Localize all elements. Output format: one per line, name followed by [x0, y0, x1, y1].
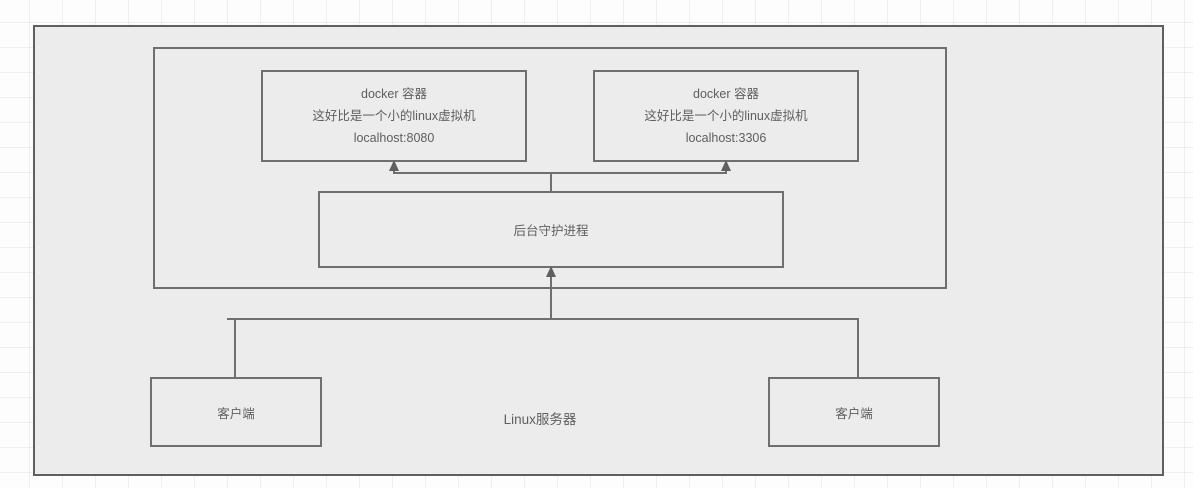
- client-label-left: 客户端: [217, 406, 255, 421]
- connector-clients-to-daemon: [550, 276, 552, 320]
- docker-container-address-1: localhost:8080: [353, 131, 435, 146]
- docker-container-box-1[interactable]: docker 容器 这好比是一个小的linux虚拟机 localhost:808…: [261, 70, 527, 162]
- docker-container-description-2: 这好比是一个小的linux虚拟机: [644, 108, 808, 123]
- arrow-up-container-2-icon: [721, 160, 731, 171]
- connector-drop-client-left: [234, 318, 236, 378]
- linux-server-label: Linux服务器: [503, 412, 577, 427]
- docker-container-title-2: docker 容器: [693, 86, 759, 101]
- connector-bus-containers: [393, 172, 727, 174]
- client-label-right: 客户端: [835, 406, 873, 421]
- client-box-left[interactable]: 客户端: [150, 377, 322, 447]
- docker-container-description-1: 这好比是一个小的linux虚拟机: [312, 108, 476, 123]
- docker-container-title-1: docker 容器: [361, 86, 427, 101]
- daemon-process-box[interactable]: 后台守护进程: [318, 191, 784, 268]
- client-box-right[interactable]: 客户端: [768, 377, 940, 447]
- connector-daemon-to-bus: [550, 172, 552, 193]
- docker-container-box-2[interactable]: docker 容器 这好比是一个小的linux虚拟机 localhost:330…: [593, 70, 859, 162]
- docker-container-address-2: localhost:3306: [685, 131, 767, 146]
- arrow-up-container-1-icon: [389, 160, 399, 171]
- daemon-process-label: 后台守护进程: [513, 224, 589, 238]
- connector-bus-clients: [227, 318, 859, 320]
- connector-drop-client-right: [857, 318, 859, 378]
- arrow-up-daemon-icon: [546, 266, 556, 277]
